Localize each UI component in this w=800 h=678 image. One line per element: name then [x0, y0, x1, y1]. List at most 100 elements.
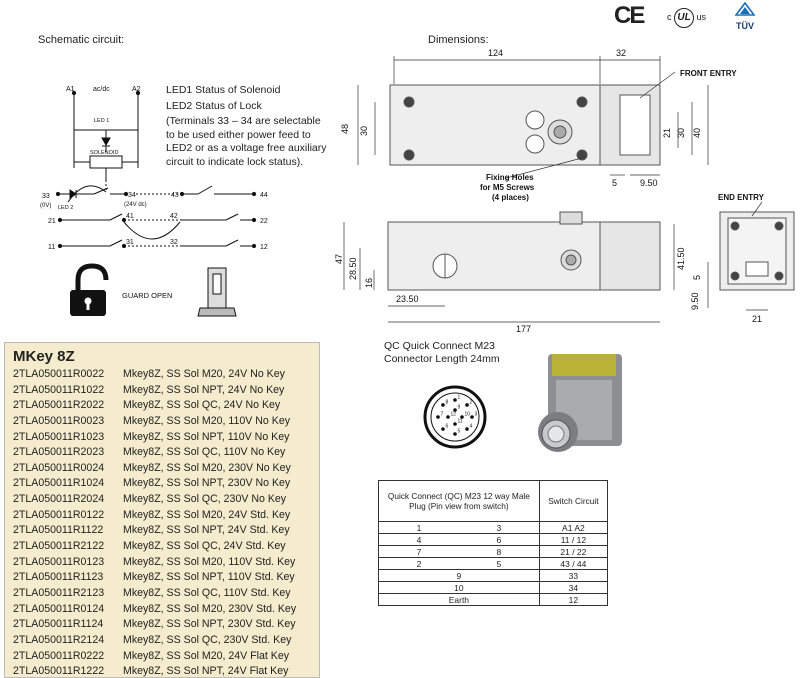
- part-description: Mkey8Z, SS Sol NPT, 230V Std. Key: [123, 618, 296, 631]
- terminal-12: 12: [260, 244, 268, 251]
- terminal-33: 33: [42, 193, 50, 200]
- dim-9-50-end: 9.50: [690, 292, 700, 310]
- part-code: 2TLA050011R0222: [13, 649, 105, 662]
- part-code: 2TLA050011R0022: [13, 368, 105, 380]
- part-description: Mkey8Z, SS Sol M20, 110V Std. Key: [123, 555, 296, 568]
- qc-line2: Connector Length 24mm: [384, 353, 500, 365]
- fixing-holes-line2: for M5 Screws: [480, 183, 535, 192]
- dim-40: 40: [692, 128, 702, 138]
- dimensions-drawing: 124 32 FRONT ENTRY 48 30 21 30 40 5 9.50…: [334, 48, 795, 334]
- qc-table-header-left: Quick Connect (QC) M23 12 way Male Plug …: [378, 480, 540, 522]
- actuator-key-icon: [197, 267, 237, 317]
- connector-pin-label: 8: [445, 399, 448, 405]
- dim-41-50: 41.50: [676, 247, 686, 270]
- schematic-diagram: A1 ac/dc A2 LED 1 SOLENOID 33 (0V) LED 2…: [40, 86, 268, 317]
- connector-pin-label: 2: [470, 399, 473, 405]
- tuv-label: TÜV: [736, 21, 754, 31]
- terminal-33-sub: (0V): [40, 203, 51, 209]
- part-description: Mkey8Z, SS Sol QC, 24V Std. Key: [123, 540, 286, 553]
- part-code: 2TLA050011R2023: [13, 446, 105, 459]
- dim-47: 47: [334, 254, 344, 264]
- ul-c-label: c: [667, 12, 672, 22]
- connector-pin: [453, 432, 457, 436]
- connector-pin: [441, 427, 445, 431]
- part-row[interactable]: 2TLA050011R0222 Mkey8Z, SS Sol M20, 24V F…: [5, 649, 319, 665]
- part-description: Mkey8Z, SS Sol QC, 230V Std. Key: [123, 633, 292, 646]
- part-code: 2TLA050011R2022: [13, 399, 105, 412]
- part-code: 2TLA050011R2024: [13, 493, 105, 506]
- part-description: Mkey8Z, SS Sol NPT, 24V Flat Key: [123, 665, 289, 678]
- part-description: Mkey8Z, SS Sol M20, 24V Flat Key: [123, 649, 290, 662]
- qc-circuit: 21 / 22: [538, 545, 609, 558]
- ul-circle: UL: [674, 8, 695, 28]
- terminal-34-sub: (24V dc): [124, 202, 147, 208]
- terminal-note: (Terminals 33 – 34 are selectable to be …: [166, 115, 327, 168]
- qc-pin-a: 2: [377, 557, 459, 570]
- qc-pin-b: 6: [458, 533, 540, 546]
- terminal-32: 32: [170, 239, 178, 246]
- part-description: Mkey8Z, SS Sol NPT, 110V Std. Key: [123, 571, 295, 584]
- part-description: Mkey8Z, SS Sol QC, 110V Std. Key: [123, 586, 291, 599]
- part-row[interactable]: 2TLA050011R1222 Mkey8Z, SS Sol NPT, 24V F…: [5, 664, 319, 678]
- part-code: 2TLA050011R1023: [13, 430, 105, 443]
- qc-circuit: 34: [538, 581, 609, 594]
- terminal-44: 44: [260, 192, 268, 199]
- connector-pin-label: 11: [458, 419, 463, 425]
- dim-5: 5: [612, 178, 617, 188]
- fixing-holes-line1: Fixing Holes: [486, 173, 534, 182]
- part-description: Mkey8Z, SS Sol M20, 110V No Key: [123, 414, 291, 427]
- connector-pin: [465, 403, 469, 407]
- parts-list-title: MKey 8Z: [13, 348, 75, 365]
- led1-label: LED 1: [94, 118, 109, 124]
- connector-pin: [453, 398, 457, 402]
- part-description: Mkey8Z, SS Sol NPT, 24V Std. Key: [123, 524, 290, 537]
- part-code: 2TLA050011R0123: [13, 555, 105, 568]
- connector-pin-label: 4: [470, 424, 473, 430]
- part-row[interactable]: 2TLA050011R0123 Mkey8Z, SS Sol M20, 110V …: [5, 555, 319, 571]
- terminal-acdc: ac/dc: [93, 86, 110, 93]
- part-description: Mkey8Z, SS Sol M20, 24V Std. Key: [123, 508, 291, 521]
- terminal-22: 22: [260, 218, 268, 225]
- dim-30: 30: [359, 126, 369, 136]
- part-code: 2TLA050011R1222: [13, 665, 105, 678]
- terminal-a2: A2: [132, 86, 141, 93]
- qc-pin: 10: [378, 581, 540, 594]
- connector-pin-label: 3: [475, 412, 478, 418]
- solenoid-label: SOLENOID: [90, 150, 118, 156]
- terminal-34: 34: [128, 192, 136, 199]
- connector-pin-label: 10: [465, 412, 471, 418]
- dim-9-50: 9.50: [640, 178, 658, 188]
- connector-pin: [453, 408, 457, 412]
- end-entry-label: END ENTRY: [718, 193, 765, 202]
- connector-pin-label: 12: [451, 412, 457, 418]
- connector-pin: [453, 422, 457, 426]
- connector-pin-label: 1: [458, 395, 461, 401]
- qc-pin-a: 1: [377, 521, 459, 534]
- qc-pin-b: 3: [458, 521, 540, 534]
- dim-28-50: 28.50: [348, 257, 358, 280]
